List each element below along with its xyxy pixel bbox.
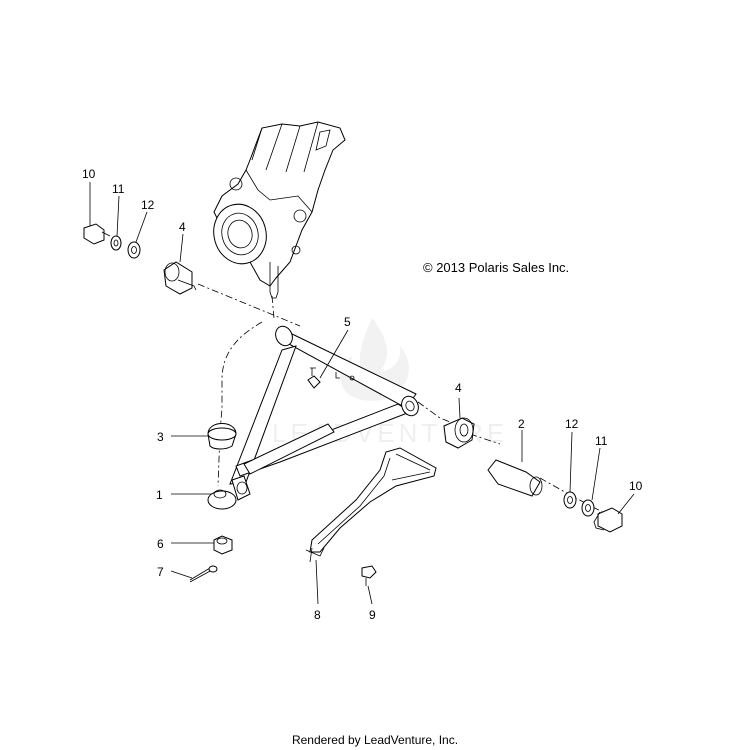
leader-lines — [89, 182, 635, 605]
screw — [361, 565, 377, 586]
part-cup — [207, 423, 237, 450]
bushing-right — [443, 417, 475, 449]
a-arm — [207, 325, 419, 510]
callouts: 1 2 3 4 4 5 6 7 8 9 10 10 11 11 12 12 — [82, 167, 643, 622]
callout-12-right: 12 — [565, 417, 579, 431]
callout-11-left: 11 — [112, 182, 125, 196]
skid-plate — [305, 447, 437, 563]
hardware-left — [83, 223, 141, 259]
callout-5: 5 — [344, 315, 351, 329]
copyright-notice: © 2013 Polaris Sales Inc. — [423, 260, 569, 275]
callout-8: 8 — [314, 608, 321, 622]
hardware-right — [563, 491, 623, 533]
callout-7: 7 — [157, 565, 164, 579]
castle-nut — [213, 535, 233, 555]
callout-9: 9 — [369, 608, 376, 622]
sleeve — [487, 459, 543, 497]
callout-11-right: 11 — [595, 434, 608, 448]
callout-4-upper: 4 — [179, 220, 186, 234]
callout-10-right: 10 — [629, 479, 643, 493]
steering-knuckle — [213, 121, 346, 299]
callout-3: 3 — [157, 430, 164, 444]
bushing-left — [163, 261, 197, 295]
callout-4-right: 4 — [455, 381, 462, 395]
callout-12-left: 12 — [141, 198, 155, 212]
cotter-pin — [189, 565, 218, 583]
callout-10-left: 10 — [82, 167, 96, 181]
callout-6: 6 — [157, 537, 164, 551]
callout-2: 2 — [518, 417, 525, 431]
callout-1: 1 — [156, 488, 163, 502]
grease-fitting — [307, 375, 321, 389]
footer-credit: Rendered by LeadVenture, Inc. — [291, 733, 459, 747]
